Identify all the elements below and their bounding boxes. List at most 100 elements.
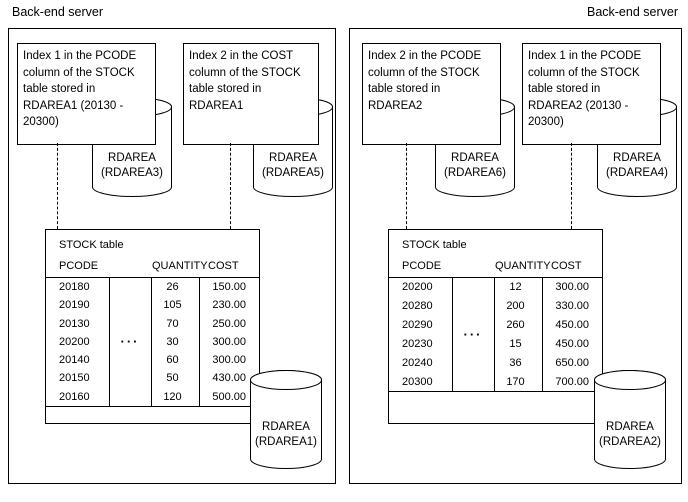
table-row: 20240 36 650.00: [389, 353, 602, 372]
backend-server-label-right: Back-end server: [586, 5, 678, 19]
cost-cell: 230.00: [212, 299, 246, 312]
quantity-cell: 200: [506, 300, 525, 313]
connector-dashed-line: [230, 143, 231, 229]
connector-dashed-line: [571, 143, 572, 229]
table-row: 20200 12 300.00: [389, 278, 602, 297]
cost-cell: 430.00: [212, 372, 246, 385]
column-header-quantity: QUANTITY: [152, 260, 208, 272]
stock-table-left: STOCK table PCODE QUANTITY COST 20180 26 1…: [45, 229, 260, 424]
cost-cell: 700.00: [555, 375, 589, 388]
quantity-cell: 36: [509, 356, 522, 369]
pcode-cell: 20240: [402, 356, 433, 369]
pcode-cell: 20230: [402, 337, 433, 350]
pcode-cell: 20150: [59, 372, 90, 385]
table-row: 20290 260 450.00: [389, 316, 602, 335]
quantity-cell: 12: [509, 281, 522, 294]
table-row: 20230 15 450.00: [389, 334, 602, 353]
column-divider: [542, 278, 543, 391]
connector-dashed-line: [406, 143, 407, 229]
table-row: 20200 30 300.00: [46, 333, 259, 351]
index-description-box: Index 1 in the PCODE column of the STOCK…: [17, 43, 156, 145]
rdarea-label: RDAREA (RDAREA4): [606, 152, 668, 179]
table-rows: 20200 12 300.00 20280 200 330.00 20290 260 450.0…: [389, 278, 602, 391]
backend-server-box-right: [349, 28, 682, 484]
cost-cell: 150.00: [212, 281, 246, 294]
cost-cell: 450.00: [555, 337, 589, 350]
rdarea-label: RDAREA (RDAREA6): [444, 152, 506, 179]
pcode-cell: 20300: [402, 375, 433, 388]
cost-cell: 330.00: [555, 300, 589, 313]
pcode-cell: 20130: [59, 317, 90, 330]
header-divider: [389, 277, 602, 278]
cost-cell: 300.00: [212, 354, 246, 367]
column-divider: [494, 278, 495, 391]
pcode-cell: 20140: [59, 354, 90, 367]
backend-server-box-left: [8, 28, 336, 484]
backend-server-label-left: Back-end server: [12, 5, 104, 19]
table-row: 20300 170 700.00: [389, 372, 602, 391]
quantity-cell: 70: [166, 317, 179, 330]
index-description-text: Index 1 in the PCODE column of the STOCK…: [23, 50, 137, 129]
rdarea-label: RDAREA (RDAREA1): [255, 421, 317, 448]
rdarea2-cylinder-icon: [594, 370, 666, 469]
index-description-text: Index 1 in the PCODE column of the STOCK…: [528, 50, 642, 129]
quantity-cell: 15: [509, 337, 522, 350]
table-row: 20150 50 430.00: [46, 369, 259, 387]
cost-cell: 250.00: [212, 317, 246, 330]
index-description-box: Index 1 in the PCODE column of the STOCK…: [522, 43, 661, 145]
cost-cell: 650.00: [555, 356, 589, 369]
table-row: 20190 105 230.00: [46, 296, 259, 314]
pcode-cell: 20280: [402, 300, 433, 313]
quantity-cell: 30: [166, 335, 179, 348]
column-divider: [452, 278, 453, 391]
table-row: 20140 60 300.00: [46, 351, 259, 369]
quantity-cell: 26: [166, 281, 179, 294]
pcode-cell: 20160: [59, 390, 90, 403]
quantity-cell: 60: [166, 354, 179, 367]
index-description-box: Index 2 in the PCODE column of the STOCK…: [362, 43, 501, 145]
cost-cell: 300.00: [212, 335, 246, 348]
table-row: 20280 200 330.00: [389, 297, 602, 316]
quantity-cell: 50: [166, 372, 179, 385]
pcode-cell: 20200: [402, 281, 433, 294]
pcode-cell: 20180: [59, 281, 90, 294]
rdarea-label: RDAREA (RDAREA3): [101, 152, 163, 179]
table-row: 20130 70 250.00: [46, 315, 259, 333]
index-description-text: Index 2 in the COST column of the STOCK …: [189, 50, 301, 112]
index-description-box: Index 2 in the COST column of the STOCK …: [183, 43, 319, 145]
stock-table-right: STOCK table PCODE QUANTITY COST 20200 12 3…: [388, 229, 603, 424]
pcode-cell: 20190: [59, 299, 90, 312]
pcode-cell: 20200: [59, 335, 90, 348]
quantity-cell: 170: [506, 375, 525, 388]
index-description-text: Index 2 in the PCODE column of the STOCK…: [368, 50, 482, 112]
column-divider: [109, 278, 110, 406]
column-header-cost: COST: [551, 260, 582, 272]
quantity-cell: 260: [506, 319, 525, 332]
header-divider: [46, 277, 259, 278]
column-divider: [151, 278, 152, 406]
stock-table-title: STOCK table: [59, 239, 124, 251]
connector-dashed-line: [57, 143, 58, 229]
quantity-cell: 120: [163, 390, 182, 403]
column-header-pcode: PCODE: [59, 260, 99, 272]
pcode-cell: 20290: [402, 319, 433, 332]
omitted-columns-ellipsis: ···: [463, 327, 483, 342]
cost-cell: 300.00: [555, 281, 589, 294]
table-row: 20180 26 150.00: [46, 278, 259, 296]
quantity-cell: 105: [163, 299, 182, 312]
rdarea1-cylinder-icon: [250, 370, 322, 469]
table-rows: 20180 26 150.00 20190 105 230.00 20130 70 250.00…: [46, 278, 259, 406]
rdarea-label: RDAREA (RDAREA5): [262, 152, 324, 179]
omitted-columns-ellipsis: ···: [120, 334, 140, 349]
rdarea-label: RDAREA (RDAREA2): [599, 421, 661, 448]
column-header-quantity: QUANTITY: [495, 260, 551, 272]
cost-cell: 500.00: [212, 390, 246, 403]
table-bottom-divider: [389, 391, 602, 392]
stock-table-title: STOCK table: [402, 239, 467, 251]
column-header-cost: COST: [208, 260, 239, 272]
cost-cell: 450.00: [555, 319, 589, 332]
column-divider: [199, 278, 200, 406]
table-row: 20160 120 500.00: [46, 388, 259, 406]
column-header-pcode: PCODE: [402, 260, 442, 272]
